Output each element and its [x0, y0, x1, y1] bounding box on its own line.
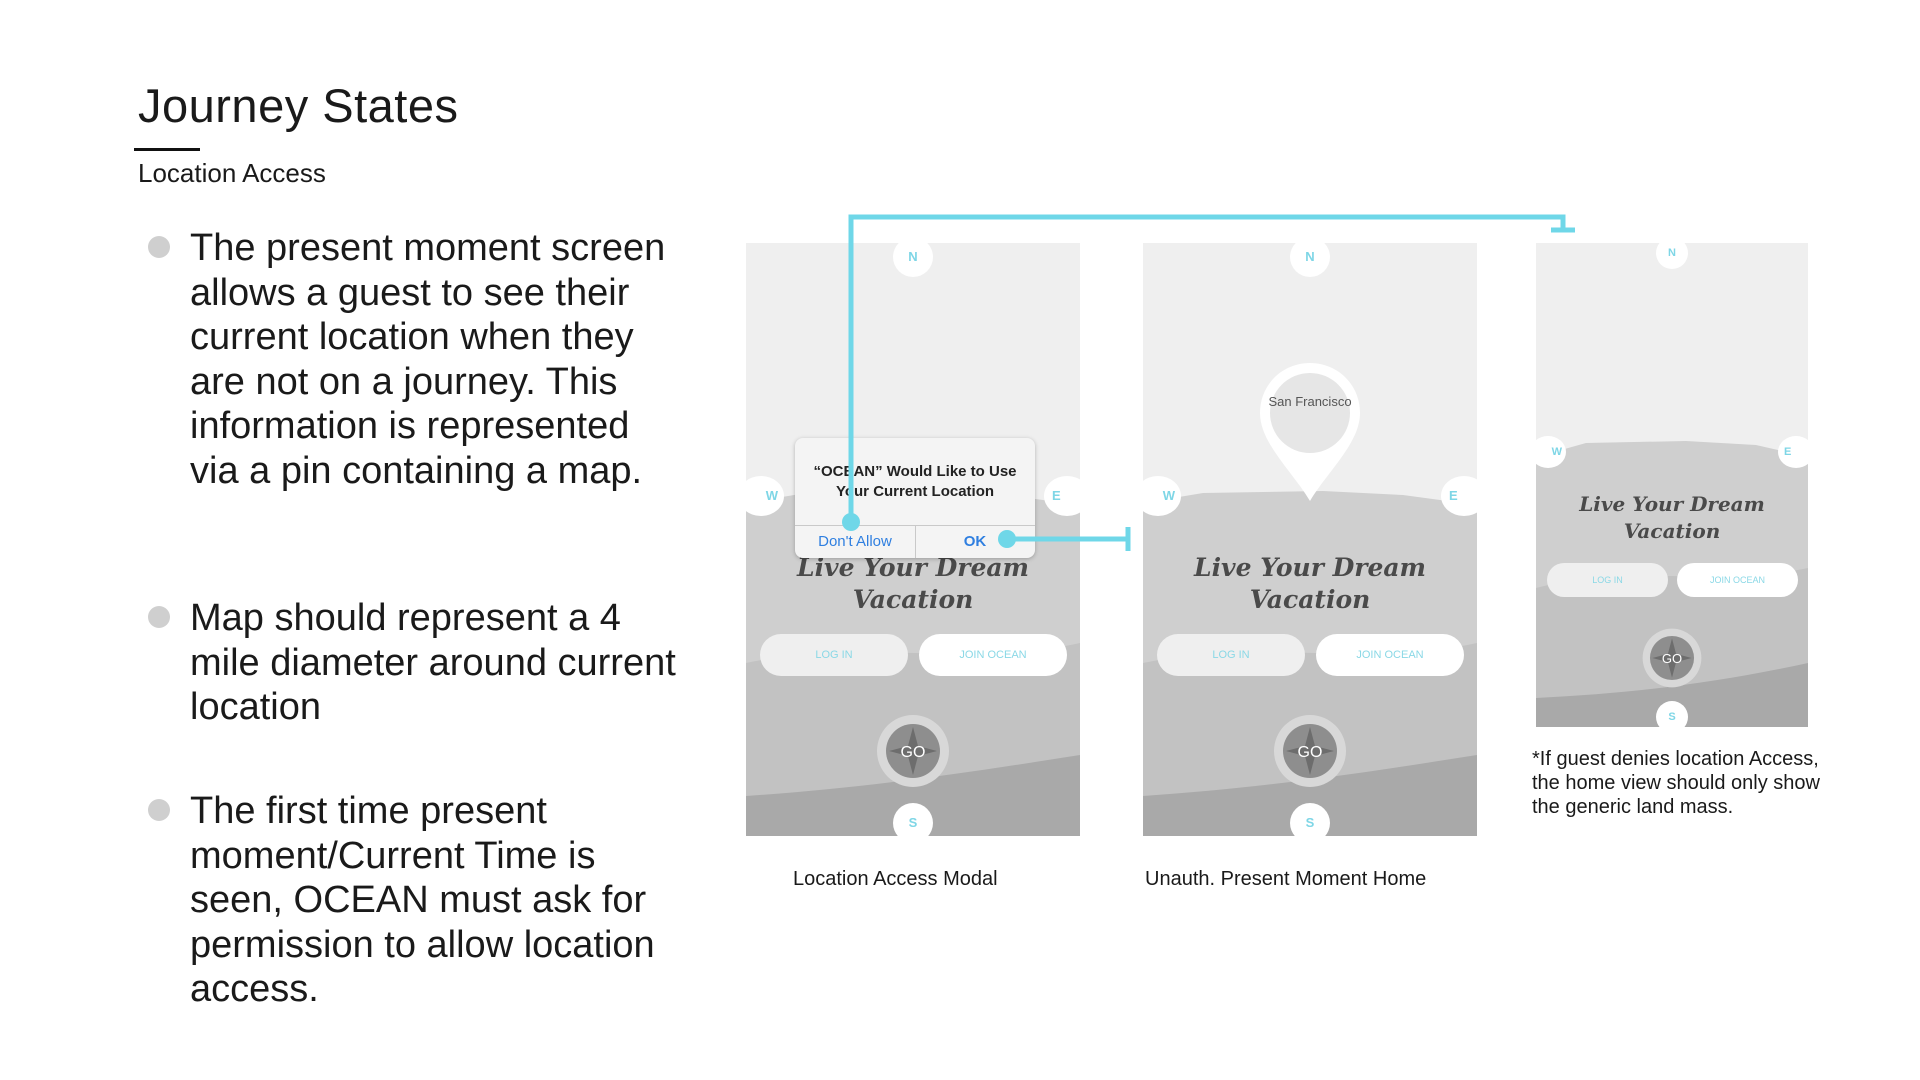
svg-text:GO: GO — [1662, 651, 1682, 666]
pin-location-label: San Francisco — [1268, 394, 1352, 409]
login-button[interactable]: LOG IN — [760, 634, 908, 676]
compass-west-button[interactable]: W — [1536, 436, 1566, 468]
bullet-text: The present moment screen allows a guest… — [190, 227, 666, 492]
ok-button[interactable]: OK — [963, 533, 987, 550]
join-ocean-button[interactable]: JOIN OCEAN — [1677, 563, 1798, 597]
location-pin-icon — [1260, 363, 1360, 501]
login-button[interactable]: LOG IN — [1157, 634, 1305, 676]
compass-south-button[interactable]: S — [893, 803, 933, 836]
location-permission-dialog: “OCEAN” Would Like to Use Your Current L… — [795, 438, 1035, 558]
phone-screen-denied: N W E Live Your Dream Vacation LOG IN JO… — [1536, 243, 1808, 727]
denied-state-note: *If guest denies location Access, the ho… — [1532, 748, 1820, 818]
compass-north-button[interactable]: N — [1656, 243, 1688, 269]
title-underline — [134, 148, 200, 151]
compass-east-button[interactable]: E — [1044, 476, 1080, 516]
compass-east-button[interactable]: E — [1441, 476, 1477, 516]
caption-home-screen: Unauth. Present Moment Home — [1145, 868, 1427, 890]
bullet-text: Map should represent a 4 mile diameter a… — [190, 597, 676, 728]
compass-west-button[interactable]: W — [1143, 476, 1181, 516]
page-title: Journey States — [138, 79, 459, 132]
dialog-message: “OCEAN” Would Like to Use Your Current L… — [813, 463, 1017, 500]
compass-south-button[interactable]: S — [1656, 701, 1688, 727]
compass-west-button[interactable]: W — [746, 476, 784, 516]
go-compass-button[interactable]: GO — [1272, 713, 1348, 789]
compass-north-button[interactable]: N — [1290, 243, 1330, 277]
join-ocean-button[interactable]: JOIN OCEAN — [919, 634, 1067, 676]
compass-east-button[interactable]: E — [1778, 436, 1808, 468]
compass-south-button[interactable]: S — [1290, 803, 1330, 836]
join-ocean-button[interactable]: JOIN OCEAN — [1316, 634, 1464, 676]
login-button[interactable]: LOG IN — [1547, 563, 1668, 597]
svg-text:GO: GO — [1298, 744, 1323, 761]
bullet-dot — [148, 799, 170, 821]
compass-north-button[interactable]: N — [893, 243, 933, 277]
dont-allow-button[interactable]: Don't Allow — [818, 533, 892, 550]
phone-screen-home: San Francisco N W E Live Your Dream Vaca… — [1143, 243, 1477, 836]
hero-tagline: Live Your Dream Vacation — [1579, 492, 1765, 543]
go-compass-button[interactable]: GO — [875, 713, 951, 789]
land-mass-illustration — [1143, 491, 1477, 836]
bullet-item: The first time present moment/Current Ti… — [148, 789, 688, 1012]
bullet-text: The first time present moment/Current Ti… — [190, 790, 655, 1010]
hero-tagline: Live Your Dream Vacation — [1193, 553, 1427, 614]
go-compass-button[interactable]: GO — [1641, 627, 1703, 689]
bullet-dot — [148, 606, 170, 628]
page-subtitle: Location Access — [138, 158, 326, 188]
bullet-item: The present moment screen allows a guest… — [148, 226, 688, 493]
caption-modal-screen: Location Access Modal — [793, 868, 998, 890]
bullet-item: Map should represent a 4 mile diameter a… — [148, 596, 688, 730]
svg-text:GO: GO — [901, 744, 926, 761]
dialog-button-divider — [915, 525, 916, 558]
bullet-dot — [148, 236, 170, 258]
